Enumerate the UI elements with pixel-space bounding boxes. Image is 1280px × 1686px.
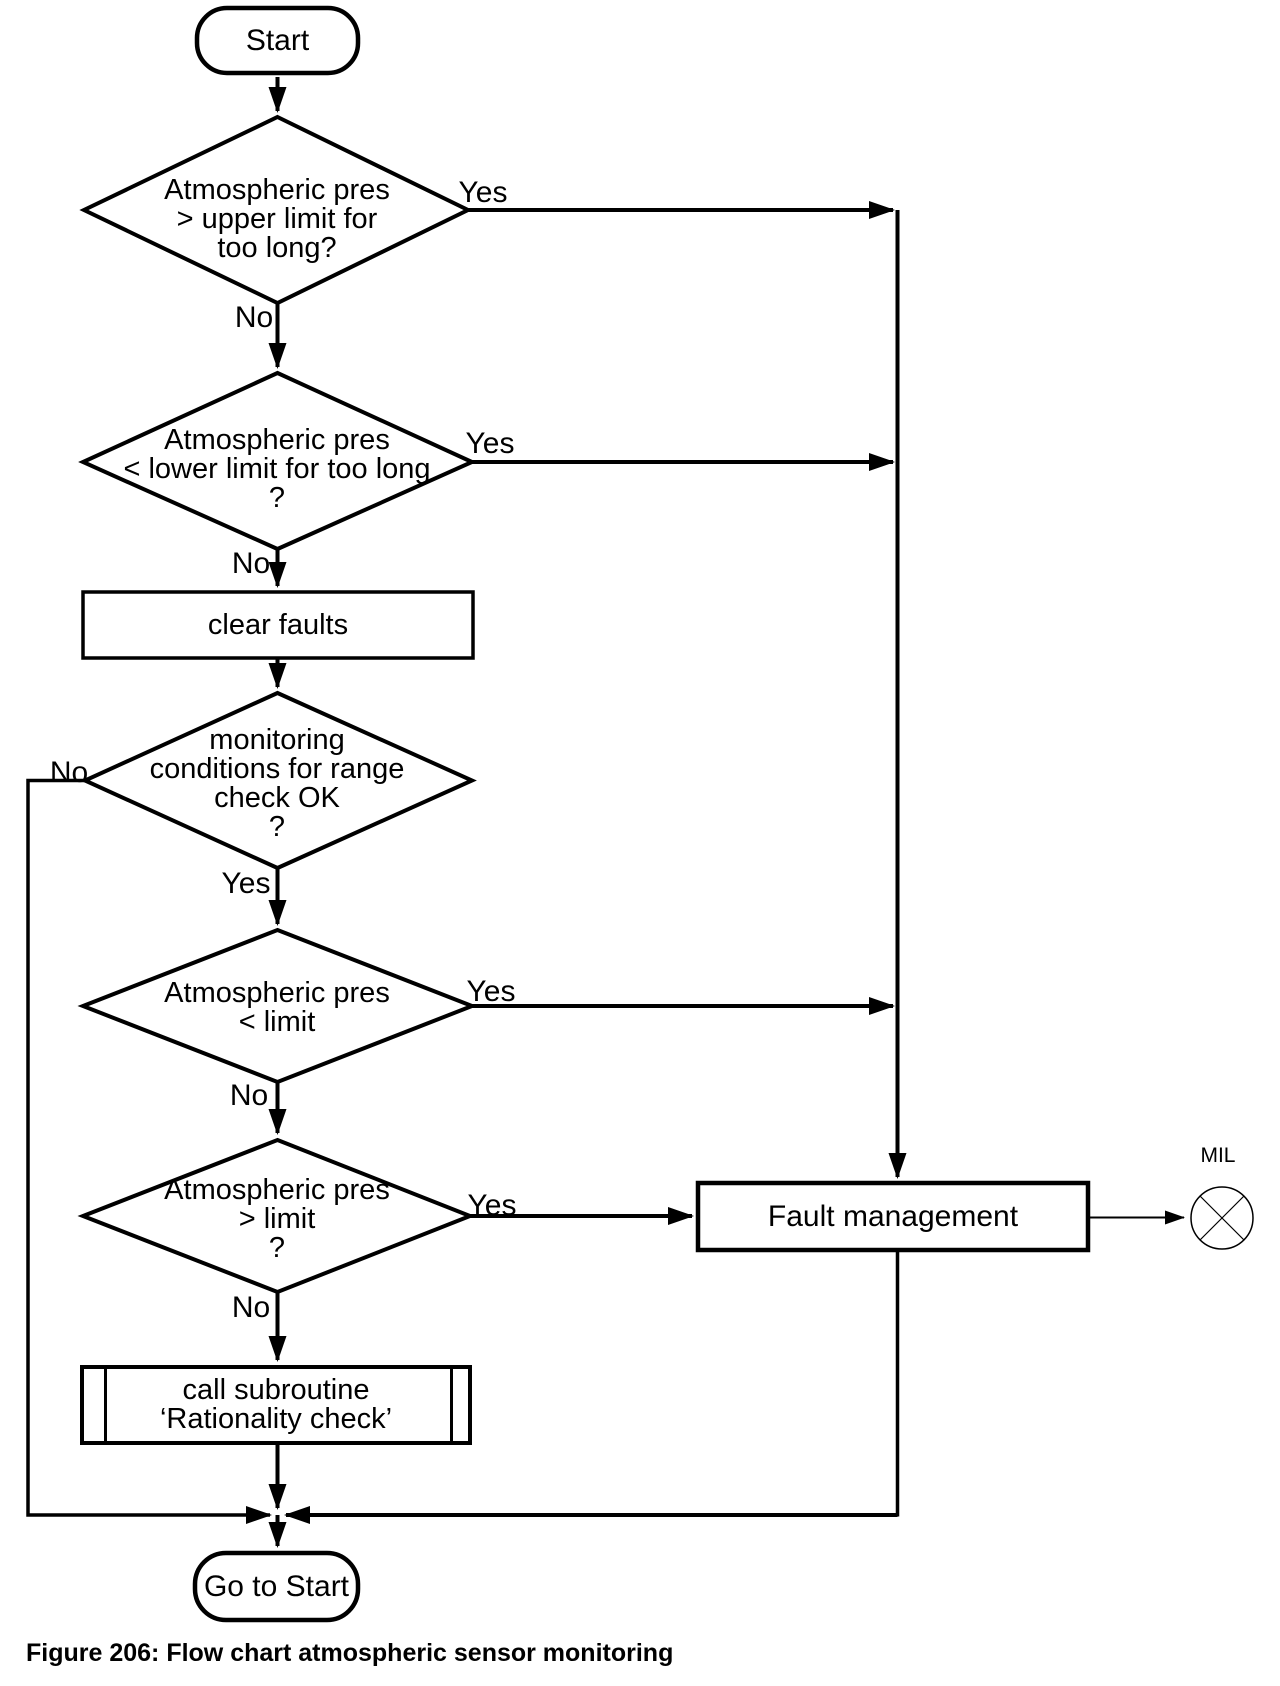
goto-start-node: [192, 1550, 361, 1623]
subroutine-node: [80, 1365, 472, 1445]
edge-monitoring-no-loop: [26, 778, 272, 1524]
mil-label: MIL: [1200, 1144, 1236, 1167]
decision-lower-limit-label: Atmospheric pres < lower limit for too l…: [123, 424, 431, 514]
decision-upper-limit-diamond: [79, 114, 473, 306]
start-label: Start: [245, 23, 310, 57]
decision-lower-limit-diamond: [78, 370, 477, 552]
edge-label-below-no: No: [229, 1079, 269, 1112]
decision-monitoring-label: monitoring conditions for range check OK…: [149, 724, 405, 843]
decision-upper-limit-label: Atmospheric pres > upper limit for too l…: [164, 174, 390, 264]
goto-start-label: Go to Start: [203, 1569, 350, 1603]
decision-below-limit-diamond: [77, 927, 478, 1085]
edge-label-above-no: No: [231, 1291, 271, 1324]
start-node: [194, 5, 361, 76]
edge-label-monitoring-yes: Yes: [221, 867, 271, 900]
edge-label-upper-yes: Yes: [458, 176, 508, 209]
edge-label-upper-no: No: [234, 301, 274, 334]
mil-lamp-cross-line: [1199, 1195, 1245, 1241]
decision-below-limit-label: Atmospheric pres < limit: [164, 977, 390, 1038]
clear-faults-node: [81, 590, 475, 660]
edge-label-lower-no: No: [231, 547, 271, 580]
decision-above-limit-label: Atmospheric pres > limit ?: [164, 1174, 390, 1264]
edge-label-monitoring-no: No: [49, 756, 89, 789]
edge-label-below-yes: Yes: [466, 975, 516, 1008]
fault-management-label: Fault management: [767, 1199, 1019, 1233]
subroutine-label: call subroutine ‘Rationality check’: [159, 1374, 393, 1435]
clear-faults-label: clear faults: [207, 608, 349, 641]
decision-above-limit-diamond: [77, 1137, 476, 1295]
edge-label-above-yes: Yes: [467, 1189, 517, 1222]
edge-label-lower-yes: Yes: [465, 427, 515, 460]
decision-monitoring-diamond: [80, 690, 477, 871]
figure-caption: Figure 206: Flow chart atmospheric senso…: [26, 1639, 674, 1667]
fault-management-node: [695, 1180, 1091, 1253]
